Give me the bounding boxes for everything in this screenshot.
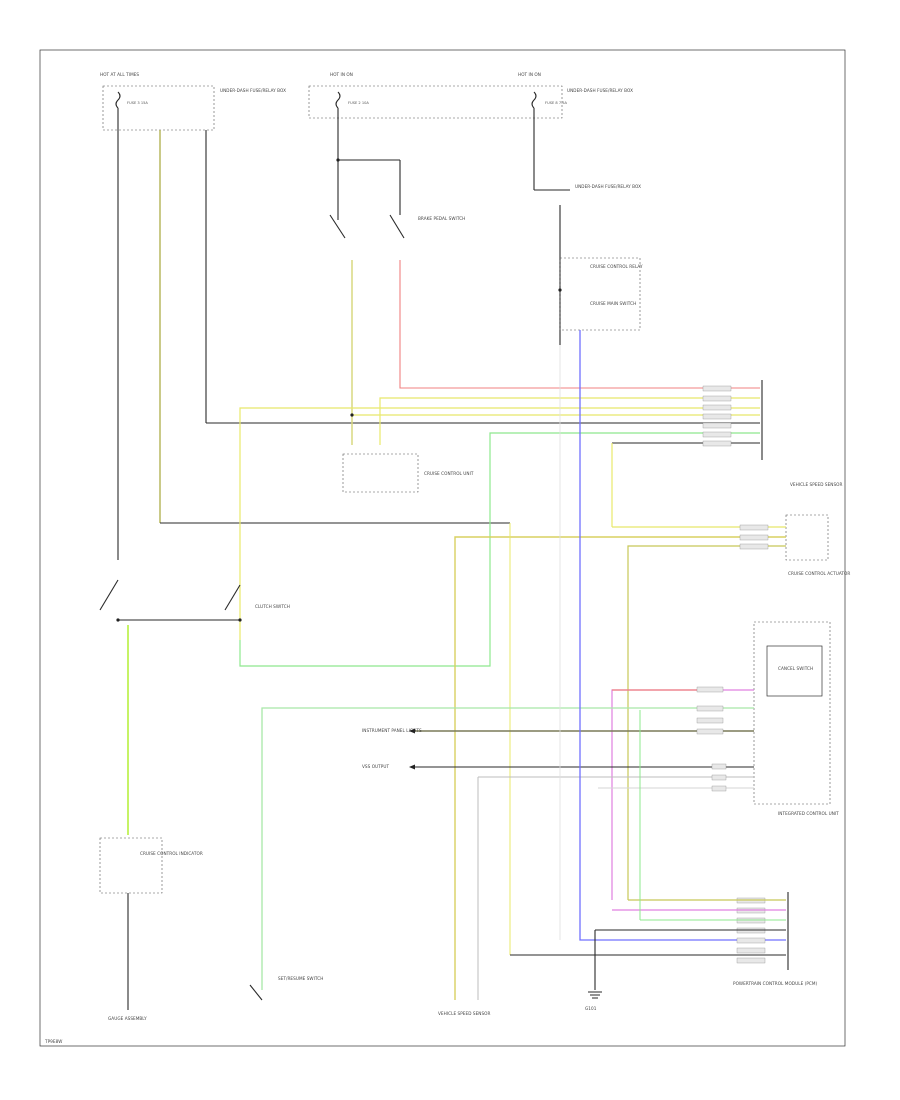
label-ujb-left: UNDER-DASH FUSE/RELAY BOX xyxy=(220,88,286,93)
junction-dots xyxy=(116,158,562,622)
wire-green-1 xyxy=(239,432,760,667)
label-actuator: CRUISE CONTROL ACTUATOR xyxy=(788,571,850,576)
wire-olive-actuator xyxy=(454,536,786,1000)
wire-green-708 xyxy=(261,707,754,990)
footer-code: TP9E8W xyxy=(44,1039,63,1044)
wire-blue xyxy=(579,330,786,941)
label-ground-r: G101 xyxy=(585,1006,597,1011)
label-main-sw: CRUISE MAIN SWITCH xyxy=(590,301,636,306)
fuse-icon-right xyxy=(531,91,537,109)
label-fuse-r: FUSE 8 7.5A xyxy=(545,101,568,105)
label-indicator: CRUISE CONTROL INDICATOR xyxy=(140,851,203,856)
label-gauge: GAUGE ASSEMBLY xyxy=(108,1016,147,1021)
label-cancel: CANCEL SWITCH xyxy=(778,666,813,671)
wire-yellow-1 xyxy=(239,407,760,640)
connector-chips-gauge xyxy=(696,686,727,792)
label-vss-out: VSS OUTPUT xyxy=(362,764,389,769)
gauge-box xyxy=(753,621,831,805)
wire-red-brake xyxy=(399,260,760,389)
relay-box xyxy=(559,257,641,331)
switch-speed xyxy=(249,984,263,1001)
gauge-sub-box xyxy=(766,645,823,697)
label-clutch: CLUTCH SWITCH xyxy=(255,604,290,609)
switch-brake-b xyxy=(389,214,405,239)
label-fuse-m: FUSE 2 10A xyxy=(348,101,369,105)
label-brake-sw: BRAKE PEDAL SWITCH xyxy=(418,216,465,221)
switch-clutch-b xyxy=(224,584,241,611)
label-int-ctrl: INTEGRATED CONTROL UNIT xyxy=(778,811,839,816)
label-speed-sensor: VEHICLE SPEED SENSOR xyxy=(438,1011,490,1016)
ground-icon-right xyxy=(588,991,602,999)
fuse-box-left xyxy=(102,85,215,131)
label-fuse-l: FUSE 3 15A xyxy=(127,101,148,105)
label-hot-mid: HOT IN ON xyxy=(330,72,353,77)
fuse-box-mid xyxy=(308,85,563,119)
diagram-frame xyxy=(39,49,846,1047)
label-vss: VEHICLE SPEED SENSOR xyxy=(790,482,842,487)
label-hot-left: HOT AT ALL TIMES xyxy=(100,72,139,77)
wire-olive-628 xyxy=(627,545,786,900)
label-inst-panel: INSTRUMENT PANEL LIGHTS xyxy=(362,728,422,733)
label-set-res: SET/RESUME SWITCH xyxy=(278,976,323,981)
connector-chips-top xyxy=(702,385,732,447)
label-ccu: CRUISE CONTROL UNIT xyxy=(424,471,474,476)
switch-clutch-a xyxy=(99,579,119,611)
switch-brake-a xyxy=(329,214,346,239)
joint-connector xyxy=(342,453,419,493)
arrow-left-icon-1 xyxy=(409,728,415,734)
connector-chips-act xyxy=(739,524,769,550)
label-ujb-mid: UNDER-DASH FUSE/RELAY BOX xyxy=(567,88,633,93)
label-pcm: POWERTRAIN CONTROL MODULE (PCM) xyxy=(733,981,818,986)
fuse-icon-mid xyxy=(335,91,341,109)
wire-pink xyxy=(611,689,754,900)
fuse-icon-left xyxy=(115,91,121,109)
label-ujb-right: UNDER-DASH FUSE/RELAY BOX xyxy=(575,184,641,189)
actuator-box xyxy=(785,514,829,561)
arrow-left-icon-2 xyxy=(409,764,415,770)
label-relay: CRUISE CONTROL RELAY xyxy=(590,264,643,269)
wire-yellow-2 xyxy=(379,397,760,445)
indicator-box xyxy=(99,837,163,894)
label-hot-right: HOT IN ON xyxy=(518,72,541,77)
